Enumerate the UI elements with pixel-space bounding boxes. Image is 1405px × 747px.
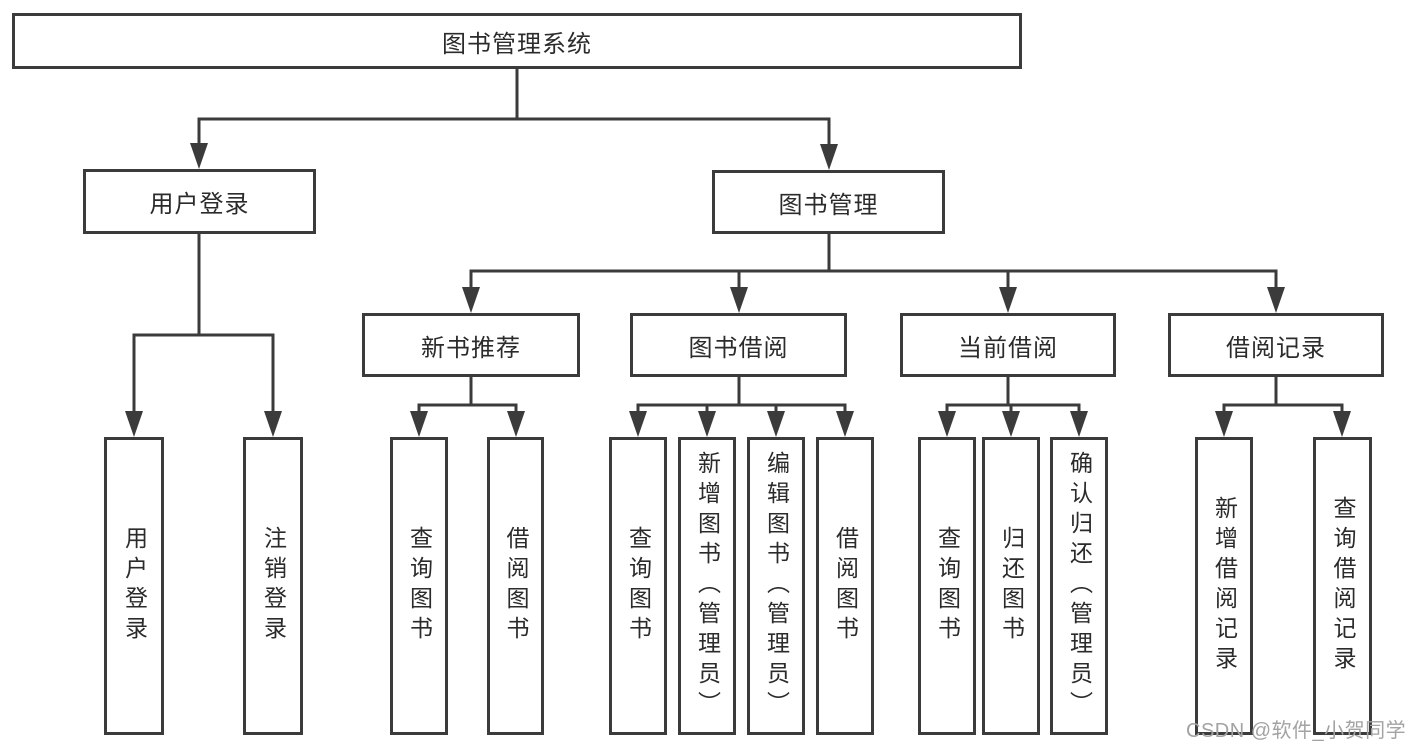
connector-book-borrow-children xyxy=(636,375,847,421)
node-leaf-user-login-action: 用户登录 xyxy=(104,437,164,735)
node-label: 查询借阅记录 xyxy=(1330,496,1356,676)
node-label: 查询图书 xyxy=(934,526,961,646)
node-leaf-add-borrow-record: 新增借阅记录 xyxy=(1195,437,1253,735)
node-leaf-query-borrow-record: 查询借阅记录 xyxy=(1313,437,1372,735)
arrowheads-current-borrow-children xyxy=(938,411,1088,437)
connector-user-login-children xyxy=(132,232,275,421)
node-label: 归还图书 xyxy=(998,526,1025,646)
node-user-login: 用户登录 xyxy=(83,169,316,234)
node-label: 注销登录 xyxy=(260,526,287,646)
arrowheads-book-management-to-level3 xyxy=(462,287,1285,313)
node-new-book-recommend: 新书推荐 xyxy=(362,313,580,377)
csdn-watermark: CSDN @软件_小贺同学 xyxy=(1186,720,1405,742)
node-label: 查询图书 xyxy=(406,526,433,646)
node-leaf-query-books-current: 查询图书 xyxy=(918,437,976,735)
connector-root-to-level2 xyxy=(197,67,831,152)
node-leaf-confirm-return-admin: 确认归还（管理员） xyxy=(1050,437,1108,735)
arrowheads-user-login-children xyxy=(125,411,282,437)
connector-book-management-to-level3 xyxy=(469,232,1278,297)
arrowheads-borrow-records-children xyxy=(1215,411,1351,437)
node-label: 用户登录 xyxy=(121,526,148,646)
node-book-borrow: 图书借阅 xyxy=(630,313,847,377)
arrowheads-new-book-recommend-children xyxy=(410,411,525,437)
node-current-borrow: 当前借阅 xyxy=(900,313,1116,377)
node-label: 新增图书（管理员） xyxy=(694,451,721,721)
node-label: 编辑图书（管理员） xyxy=(763,451,790,721)
node-label: 确认归还（管理员） xyxy=(1066,451,1093,721)
node-label: 借阅图书 xyxy=(832,526,859,646)
node-leaf-return-books: 归还图书 xyxy=(982,437,1040,735)
node-label: 借阅图书 xyxy=(503,526,529,646)
arrowheads-book-borrow-children xyxy=(629,411,854,437)
node-leaf-logout: 注销登录 xyxy=(243,437,303,735)
connector-new-book-recommend-children xyxy=(417,375,518,421)
node-label: 新增借阅记录 xyxy=(1211,496,1238,676)
node-root-library-system: 图书管理系统 xyxy=(12,13,1022,69)
node-leaf-edit-books-admin: 编辑图书（管理员） xyxy=(747,437,805,735)
node-leaf-query-books-recommend: 查询图书 xyxy=(390,437,448,735)
node-book-management: 图书管理 xyxy=(712,170,945,234)
node-leaf-borrow-books-recommend: 借阅图书 xyxy=(487,437,544,735)
node-leaf-query-books-borrow: 查询图书 xyxy=(609,437,667,735)
node-leaf-borrow-books: 借阅图书 xyxy=(816,437,874,735)
node-leaf-add-books-admin: 新增图书（管理员） xyxy=(678,437,736,735)
node-borrow-records: 借阅记录 xyxy=(1168,313,1384,377)
connector-borrow-records-children xyxy=(1222,375,1344,421)
node-label: 查询图书 xyxy=(625,526,652,646)
arrowheads-root-to-level2 xyxy=(190,143,838,170)
